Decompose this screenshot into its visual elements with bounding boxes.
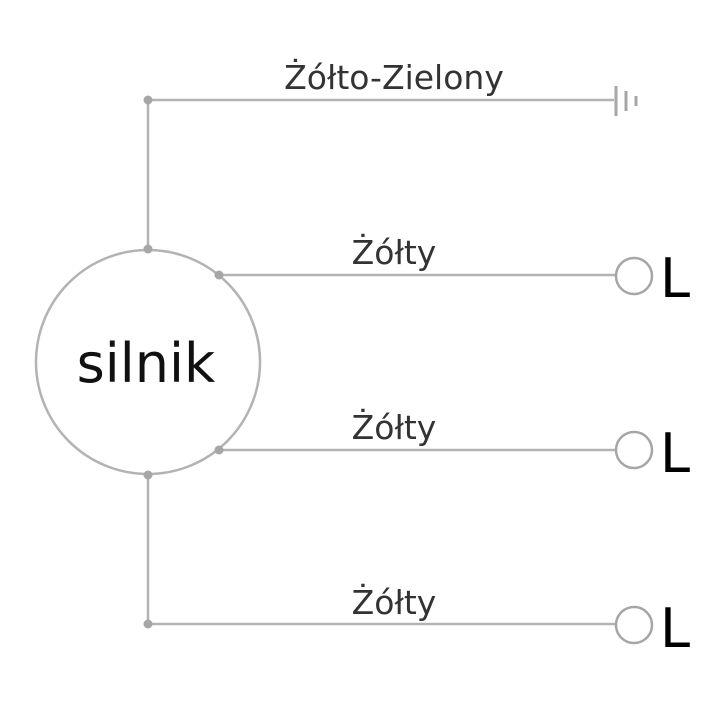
phase-1-terminal-label: L — [660, 247, 690, 310]
ground-icon — [614, 86, 638, 116]
phase-1-wire-label: Żółty — [352, 233, 437, 272]
junction-dot — [143, 244, 153, 254]
junction-dot — [143, 619, 153, 629]
motor: silnik — [34, 248, 262, 476]
terminal-circle-icon — [614, 256, 654, 296]
junction-dot — [143, 470, 153, 480]
ground-wire-label: Żółto-Zielony — [284, 58, 504, 97]
ground-wire-group: Żółto-Zielony — [143, 58, 638, 248]
junction-dot — [143, 95, 153, 105]
junction-dot — [214, 445, 224, 455]
junction-dot — [214, 270, 224, 280]
terminal-circle-icon — [614, 605, 654, 645]
phase-2-terminal-label: L — [660, 422, 690, 485]
phase-2-wire-label: Żółty — [352, 408, 437, 447]
terminal-circle-icon — [614, 430, 654, 470]
motor-label: silnik — [77, 332, 216, 395]
phase-3-wire-label: Żółty — [352, 583, 437, 622]
ground-wire — [146, 98, 614, 248]
phase-3-terminal-label: L — [660, 597, 690, 660]
